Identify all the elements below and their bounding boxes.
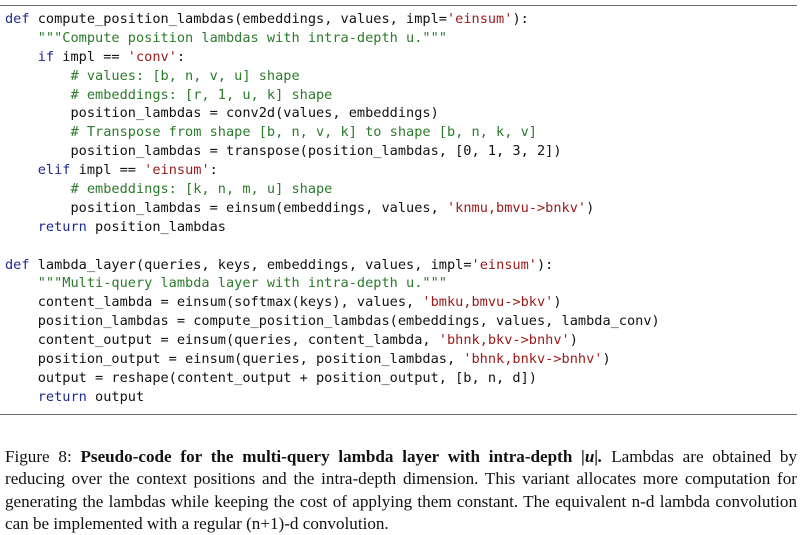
code-token: position_lambdas = compute_position_lamb…: [5, 313, 660, 330]
code-token: :: [176, 48, 186, 65]
caption-body: Lambdas are obtained by reducing over th…: [5, 447, 798, 533]
code-line: position_lambdas = transpose(position_la…: [5, 142, 660, 161]
top-rule: [0, 5, 797, 6]
code-line: """Multi-query lambda layer with intra-d…: [5, 274, 660, 293]
code-token: """Compute position lambdas with intra-d…: [5, 29, 447, 46]
code-token: def: [5, 11, 30, 27]
code-line: position_lambdas = compute_position_lamb…: [5, 312, 660, 331]
code-line: """Compute position lambdas with intra-d…: [5, 29, 660, 48]
code-token: ): [586, 199, 595, 216]
code-listing: def compute_position_lambdas(embeddings,…: [5, 10, 660, 407]
code-token: impl ==: [70, 162, 145, 179]
code-token: 'bmku,bmvu->bkv': [422, 294, 554, 311]
code-line: return position_lambdas: [5, 218, 660, 237]
code-token: if: [37, 48, 55, 65]
caption-label: Figure 8:: [5, 447, 72, 466]
code-line: output = reshape(content_output + positi…: [5, 369, 660, 388]
code-token: # embeddings: [r, 1, u, k] shape: [5, 86, 333, 103]
code-line: position_lambdas = conv2d(values, embedd…: [5, 104, 660, 123]
code-token: position_lambdas: [86, 218, 226, 235]
code-token: ): [602, 351, 611, 368]
code-line: elif impl == 'einsum':: [5, 161, 660, 180]
code-token: impl ==: [54, 48, 128, 65]
code-token: return: [37, 218, 87, 235]
code-token: :: [209, 162, 218, 179]
code-token: position_lambdas = conv2d(values, embedd…: [5, 105, 439, 122]
code-token: ):: [537, 256, 554, 273]
code-token: 'conv': [127, 48, 177, 65]
code-token: # values: [b, n, v, u] shape: [5, 67, 300, 84]
code-line: content_lambda = einsum(softmax(keys), v…: [5, 293, 660, 312]
code-token: [5, 162, 38, 178]
code-token: ):: [512, 11, 529, 27]
code-line: # embeddings: [r, 1, u, k] shape: [5, 86, 660, 105]
code-token: 'knmu,bmvu->bnkv': [446, 199, 587, 216]
code-token: compute_position_lambdas(embeddings, val…: [29, 11, 447, 27]
caption-title: Pseudo-code for the multi-query lambda l…: [80, 447, 603, 466]
code-token: position_output = einsum(queries, positi…: [5, 351, 464, 368]
code-line: # values: [b, n, v, u] shape: [5, 67, 660, 86]
code-token: ): [553, 294, 562, 311]
code-token: 'einsum': [446, 11, 513, 27]
code-token: ): [569, 332, 578, 349]
code-line: if impl == 'conv':: [5, 48, 660, 67]
code-line: def lambda_layer(queries, keys, embeddin…: [5, 256, 660, 275]
code-token: lambda_layer(queries, keys, embeddings, …: [29, 256, 472, 273]
code-line: return output: [5, 388, 660, 407]
code-token: # embeddings: [k, n, m, u] shape: [5, 181, 333, 198]
code-token: [5, 49, 38, 65]
code-line: # embeddings: [k, n, m, u] shape: [5, 180, 660, 199]
code-token: [5, 219, 38, 235]
caption-symbol: |u|.: [581, 447, 603, 466]
code-token: """Multi-query lambda layer with intra-d…: [5, 275, 447, 292]
code-line: position_output = einsum(queries, positi…: [5, 350, 660, 369]
code-line: # Transpose from shape [b, n, v, k] to s…: [5, 123, 660, 142]
code-token: return: [37, 388, 87, 405]
code-token: position_lambdas = transpose(position_la…: [5, 143, 562, 160]
code-token: content_lambda = einsum(softmax(keys), v…: [5, 294, 423, 311]
code-token: elif: [37, 162, 71, 179]
code-token: 'bhnk,bkv->bnhv': [438, 332, 570, 349]
code-token: content_output = einsum(queries, content…: [5, 332, 439, 349]
code-token: 'bhnk,bnkv->bnhv': [463, 351, 603, 368]
code-token: output: [86, 388, 145, 405]
code-token: position_lambdas = einsum(embeddings, va…: [5, 199, 447, 216]
code-line: def compute_position_lambdas(embeddings,…: [5, 10, 660, 29]
code-token: 'einsum': [471, 256, 537, 273]
figure-caption: Figure 8: Pseudo-code for the multi-quer…: [5, 446, 797, 535]
code-token: # Transpose from shape [b, n, v, k] to s…: [5, 124, 537, 141]
code-token: def: [5, 256, 30, 273]
code-token: output = reshape(content_output + positi…: [5, 369, 537, 386]
code-token: [5, 389, 38, 405]
bottom-rule: [0, 414, 797, 415]
code-token: 'einsum': [144, 162, 210, 179]
code-line: position_lambdas = einsum(embeddings, va…: [5, 199, 660, 218]
code-line: content_output = einsum(queries, content…: [5, 331, 660, 350]
code-line: [5, 237, 660, 256]
